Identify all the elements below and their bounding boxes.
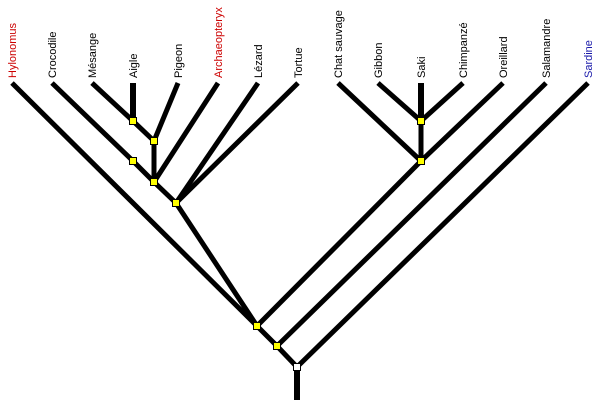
- taxon-label-chat-sauvage: Chat sauvage: [333, 10, 345, 78]
- taxon-label-oreillard: Oreillard: [498, 36, 510, 78]
- taxon-label-mesange: Mésange: [87, 33, 99, 78]
- taxon-label-lezard: Lézard: [253, 44, 265, 78]
- node-lezard[interactable]: [172, 199, 180, 207]
- taxon-label-salamandre: Salamandre: [541, 19, 553, 78]
- node-pigeon[interactable]: [150, 137, 158, 145]
- taxon-label-aigle: Aigle: [128, 54, 140, 78]
- node-archaeopteryx[interactable]: [150, 178, 158, 186]
- node-root[interactable]: [293, 363, 301, 371]
- node-aigle[interactable]: [129, 117, 137, 125]
- taxon-label-crocodile: Crocodile: [47, 32, 59, 78]
- taxon-label-gibbon: Gibbon: [373, 43, 385, 78]
- branch-gibbon-to-n-saki: [376, 81, 423, 123]
- branch-tortue-to-n-lezard: [174, 81, 300, 205]
- node-layer: [129, 117, 425, 371]
- label-layer: Hylonomus Crocodile Mésange Aigle Pigeon Arch…: [7, 7, 595, 78]
- taxon-label-chimpanze: Chimpanzé: [458, 22, 470, 78]
- branch-oreillard-to-n-mammals: [419, 81, 505, 163]
- node-mammals[interactable]: [417, 157, 425, 165]
- branch-salamandre-to-n-tetrapods: [275, 81, 548, 348]
- taxon-label-hylonomus: Hylonomus: [7, 22, 19, 78]
- branch-chimpanze-to-n-saki: [419, 81, 465, 123]
- branch-chat-sauvage-to-n-mammals: [336, 81, 423, 163]
- node-amniotes[interactable]: [253, 322, 261, 330]
- node-crocodile[interactable]: [129, 157, 137, 165]
- branch-crocodile-to-n-crocodile: [50, 81, 135, 163]
- taxon-label-tortue: Tortue: [293, 47, 305, 78]
- node-tetrapods[interactable]: [273, 342, 281, 350]
- taxon-label-sardine: Sardine: [583, 40, 595, 78]
- branch-hylonomus-to-n-amniotes: [10, 81, 259, 328]
- node-saki[interactable]: [417, 117, 425, 125]
- branch-sardine-to-n-root: [295, 81, 590, 369]
- branch-n-lezard-to-n-amniotes: [173, 201, 260, 328]
- branch-pigeon-to-n-pigeon: [151, 82, 181, 142]
- taxon-label-saki: Saki: [416, 57, 428, 78]
- branch-layer: [10, 81, 590, 400]
- branch-n-mammals-to-n-amniotes: [255, 159, 423, 328]
- taxon-label-archaeopteryx: Archaeopteryx: [213, 7, 225, 78]
- branch-mesange-to-n-aigle: [90, 81, 135, 123]
- taxon-label-pigeon: Pigeon: [173, 44, 185, 78]
- branch-lezard-to-n-lezard: [173, 81, 261, 205]
- branch-archaeopteryx-to-n-archaeopteryx: [151, 81, 221, 184]
